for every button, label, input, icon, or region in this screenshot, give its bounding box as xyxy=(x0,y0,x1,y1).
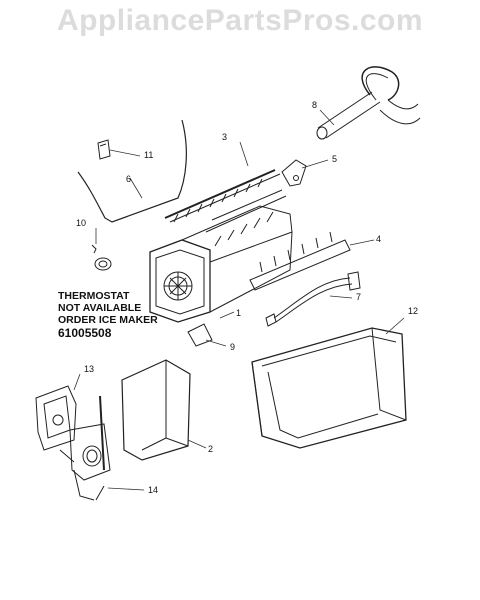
part-5[interactable] xyxy=(281,159,307,187)
callout-8: 8 xyxy=(312,100,317,110)
part-bracket[interactable] xyxy=(187,323,213,347)
note-line-2: NOT AVAILABLE xyxy=(58,302,142,314)
note-part-number: 61005508 xyxy=(58,326,112,340)
note-line-1: THERMOSTAT xyxy=(58,290,130,302)
callout-13: 13 xyxy=(84,364,94,374)
note-line-3: ORDER ICE MAKER xyxy=(58,314,158,326)
callout-2: 2 xyxy=(208,444,213,454)
part-shutoff-arm[interactable] xyxy=(77,119,187,223)
part-ice-bin[interactable] xyxy=(251,327,407,449)
callout-12: 12 xyxy=(408,306,418,316)
part-water-valve[interactable] xyxy=(35,385,111,501)
callout-1: 1 xyxy=(236,308,241,318)
callout-14: 14 xyxy=(148,485,158,495)
part-clip[interactable] xyxy=(97,139,111,160)
part-ejector[interactable] xyxy=(164,169,281,223)
callout-10: 10 xyxy=(76,218,86,228)
thermostat-note: THERMOSTAT NOT AVAILABLE ORDER ICE MAKER… xyxy=(58,290,158,339)
part-wire-harness[interactable] xyxy=(265,271,361,327)
callout-5: 5 xyxy=(332,154,337,164)
callout-3: 3 xyxy=(222,132,227,142)
part-thermostat[interactable] xyxy=(91,244,112,271)
callout-9: 9 xyxy=(230,342,235,352)
watermark: AppliancePartsPros.com xyxy=(56,4,424,37)
part-cover[interactable] xyxy=(121,359,191,461)
part-mold-cover[interactable] xyxy=(249,231,351,291)
callout-4: 4 xyxy=(376,234,381,244)
part-ice-maker[interactable] xyxy=(149,189,293,323)
callout-6: 6 xyxy=(126,174,131,184)
callout-11: 11 xyxy=(144,150,153,160)
callout-7: 7 xyxy=(356,292,361,302)
part-fill-tube[interactable] xyxy=(316,66,421,140)
